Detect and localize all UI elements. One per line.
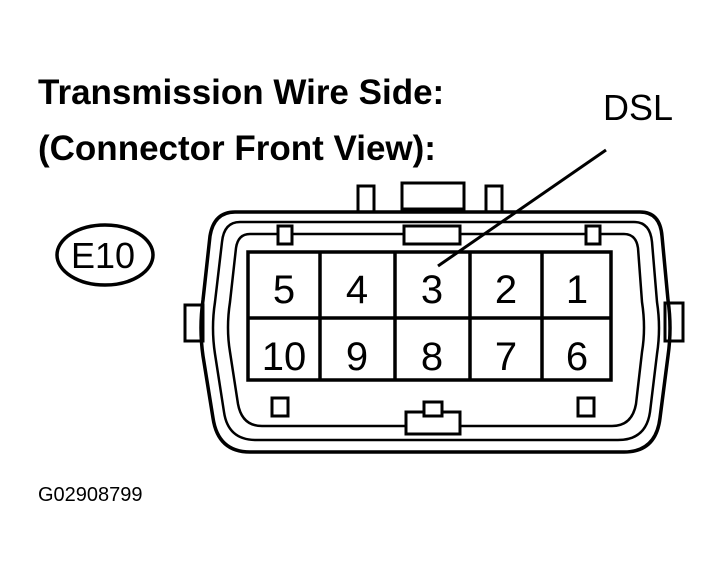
pin-grid: 5 4 3 2 1 10 9 8 7 6 [246,250,613,382]
pin-grid-frame [246,250,613,382]
key-notch-top-center [402,224,462,246]
connector-inner-housing [226,232,646,428]
connector-id-oval [55,223,155,287]
top-tab-right [484,184,504,214]
pin-number: 5 [273,268,295,312]
pin-number: 8 [421,335,443,379]
pointer-label: DSL [603,87,673,128]
top-tab-center [400,181,466,211]
key-notch-top-right [584,224,602,246]
key-notch-bottom-left [270,396,290,418]
pointer-leader-line [437,148,607,268]
key-bottom-center-tip [422,400,444,418]
pin-number: 1 [566,268,588,312]
connector-body: 5 4 3 2 1 10 9 8 7 6 [183,181,685,454]
pin-number: 4 [346,268,368,312]
title-line-2: (Connector Front View): [38,129,436,168]
connector-id-badge: E10 [55,223,155,287]
connector-outer-shell [199,210,672,454]
connector-middle-outline [211,220,661,442]
side-lug-left [183,303,205,343]
pin-number: 9 [346,335,368,379]
pin-number: 10 [262,335,307,379]
figure-code: G02908799 [38,484,143,506]
top-tab-left [356,184,376,214]
title-line-1: Transmission Wire Side: [38,73,444,112]
key-notch-bottom-right [576,396,596,418]
pin-number: 6 [566,335,588,379]
pin-number: 3 [421,268,443,312]
key-notch-top-left [276,224,294,246]
connector-id-label: E10 [71,235,135,276]
pin-number: 7 [495,335,517,379]
pin-number: 2 [495,268,517,312]
